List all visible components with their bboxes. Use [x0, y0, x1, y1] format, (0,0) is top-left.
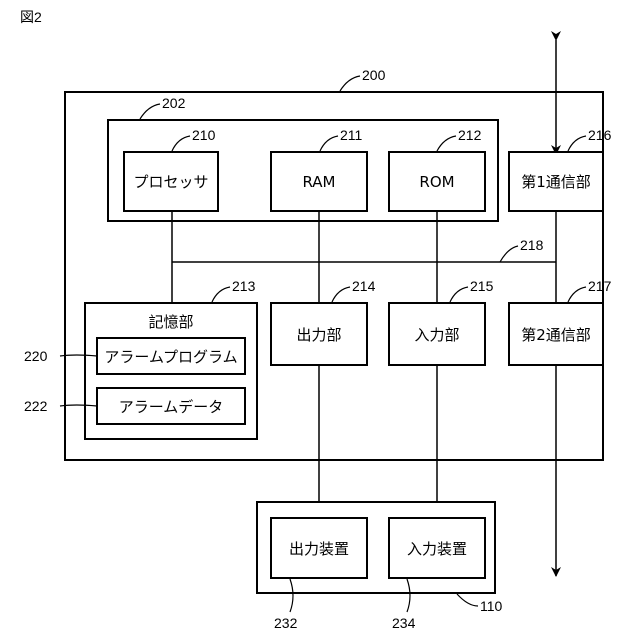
alarm-data-label: アラームデータ	[119, 398, 224, 416]
ref-212: 212	[458, 127, 482, 143]
ref-215: 215	[470, 278, 494, 294]
ref-110: 110	[480, 598, 503, 614]
processor-label: プロセッサ	[133, 173, 208, 191]
ref-200: 200	[362, 67, 386, 83]
ref-222: 222	[24, 398, 48, 414]
ref-217: 217	[588, 278, 612, 294]
ref-234: 234	[392, 615, 416, 631]
alarm-program-label: アラームプログラム	[104, 348, 237, 366]
ref-216: 216	[588, 127, 612, 143]
rom-label: ROM	[419, 173, 454, 191]
figure-label: 図2	[20, 9, 42, 25]
storage-label: 記憶部	[148, 313, 193, 331]
ref-220: 220	[24, 348, 48, 364]
ref-213: 213	[232, 278, 256, 294]
ref-218: 218	[520, 237, 544, 253]
ref-214: 214	[352, 278, 376, 294]
leader-110	[457, 594, 478, 606]
output-unit-label: 出力部	[296, 326, 341, 344]
leader-200	[340, 76, 360, 91]
input-unit-label: 入力部	[414, 326, 459, 344]
ref-232: 232	[274, 615, 298, 631]
comm2-label: 第2通信部	[521, 326, 591, 344]
input-device-label: 入力装置	[407, 540, 467, 558]
ref-202: 202	[162, 95, 186, 111]
comm1-label: 第1通信部	[521, 173, 591, 191]
ram-label: RAM	[302, 173, 335, 191]
ref-210: 210	[192, 127, 216, 143]
ref-211: 211	[340, 127, 363, 143]
output-device-label: 出力装置	[289, 540, 349, 558]
